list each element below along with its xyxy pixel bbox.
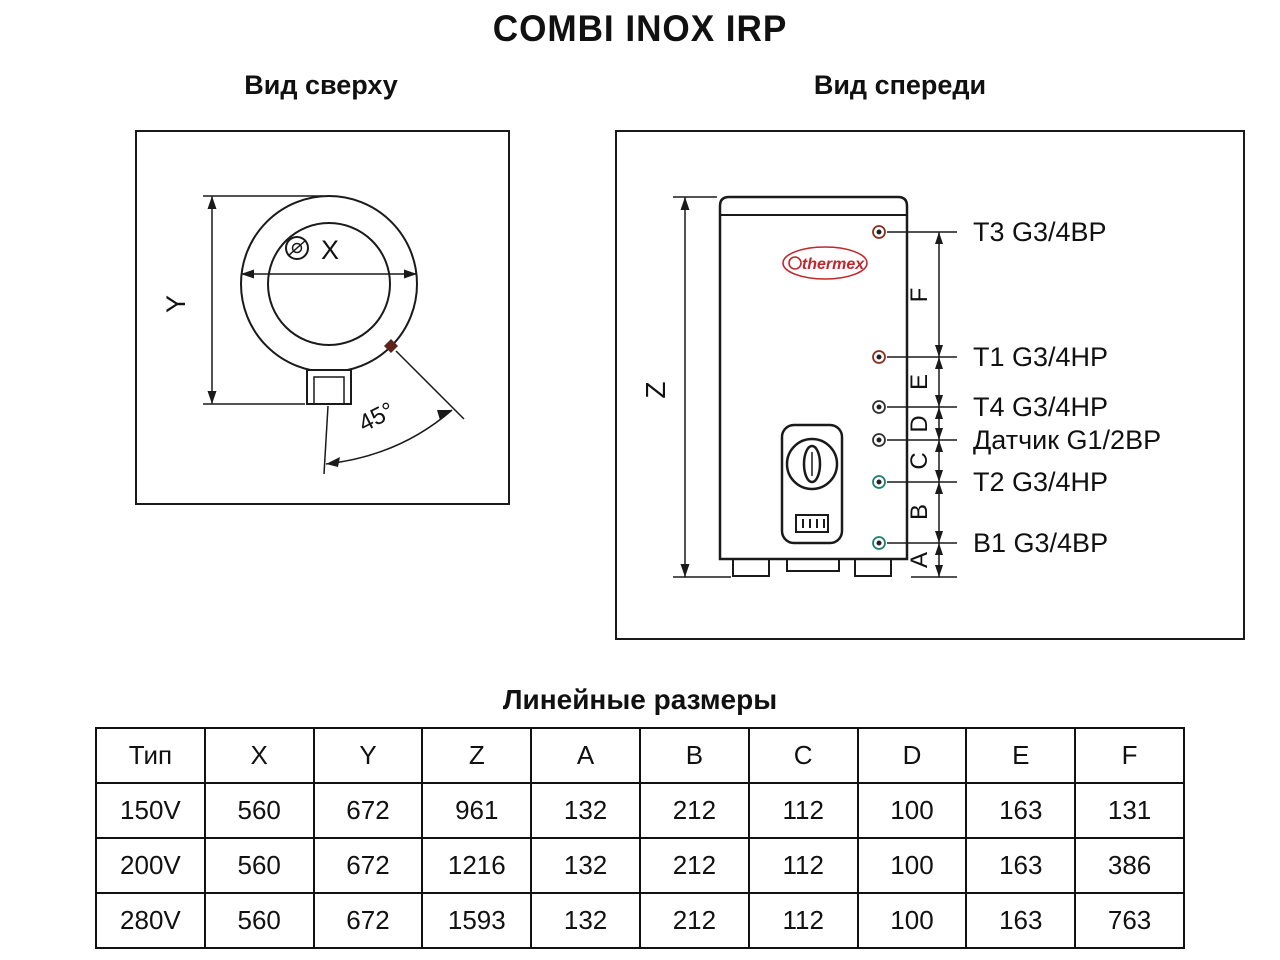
table-header-cell: F: [1074, 727, 1185, 784]
segment-label-a: A: [906, 552, 933, 568]
table-cell: 100: [856, 782, 968, 839]
table-row: 200V 560 672 1216 132 212 112 100 163 38…: [95, 837, 1185, 894]
table-cell: 163: [965, 837, 1077, 894]
table-cell: 212: [638, 892, 750, 949]
dim-z: [673, 196, 731, 578]
dims-table: Тип X Y Z A B C D E F 150V 560 672 961 1…: [95, 727, 1185, 949]
table-cell: 132: [530, 782, 641, 839]
table-cell: 560: [203, 892, 315, 949]
table-cell: 131: [1074, 782, 1185, 839]
dim-z-label: Z: [640, 381, 671, 398]
dim-chain: [935, 232, 943, 577]
table-cell: 112: [747, 837, 859, 894]
angle-label: 45°: [354, 397, 399, 438]
dims-table-title: Линейные размеры: [502, 684, 778, 715]
sensor-mark: [384, 339, 398, 353]
connection-label-t2: T2 G3/4НР: [973, 467, 1108, 497]
segment-label-d: D: [906, 415, 933, 432]
table-header-cell: A: [530, 727, 641, 784]
page-title: COMBI INOX IRP: [492, 8, 788, 49]
table-cell: 112: [747, 782, 859, 839]
table-header-cell: X: [203, 727, 315, 784]
table-header-cell: Z: [421, 727, 533, 784]
top-view-panel: X Y 45°: [135, 130, 510, 505]
table-header-cell: D: [856, 727, 968, 784]
table-cell: 961: [421, 782, 533, 839]
table-cell: 200V: [95, 837, 206, 894]
segment-label-f: F: [906, 288, 933, 303]
connection-label-t4: T4 G3/4НР: [973, 392, 1108, 422]
front-view-panel: thermex: [615, 130, 1245, 640]
table-cell: 672: [312, 892, 424, 949]
connection-label-b1: B1 G3/4ВР: [973, 528, 1108, 558]
table-cell: 100: [856, 892, 968, 949]
table-cell: 560: [203, 782, 315, 839]
front-view-drawing: thermex: [640, 195, 1161, 578]
table-cell: 212: [638, 782, 750, 839]
control-display: [795, 514, 829, 533]
table-row: 150V 560 672 961 132 212 112 100 163 131: [95, 782, 1185, 839]
table-header-cell: Y: [312, 727, 424, 784]
connection-points: [872, 225, 886, 550]
connection-label-t1: T1 G3/4НР: [973, 342, 1108, 372]
table-cell: 672: [312, 837, 424, 894]
front-view-label: Вид спереди: [813, 70, 987, 100]
angle-dim: [323, 350, 465, 475]
table-cell: 763: [1074, 892, 1185, 949]
dim-y: [203, 195, 323, 405]
top-view-label: Вид сверху: [244, 70, 398, 100]
table-header-row: Тип X Y Z A B C D E F: [95, 727, 1185, 784]
table-cell: 386: [1074, 837, 1185, 894]
thermex-logo: thermex: [782, 246, 868, 280]
control-panel: [780, 423, 844, 545]
table-cell: 1216: [421, 837, 533, 894]
table-row: 280V 560 672 1593 132 212 112 100 163 76…: [95, 892, 1185, 949]
segment-label-c: C: [906, 452, 933, 469]
table-cell: 132: [530, 837, 641, 894]
table-cell: 112: [747, 892, 859, 949]
heater-body: [718, 195, 909, 577]
thermex-logo-text: thermex: [802, 256, 865, 273]
connection-label-sensor: Датчик G1/2ВР: [973, 425, 1161, 455]
table-cell: 280V: [95, 892, 206, 949]
table-cell: 560: [203, 837, 315, 894]
table-cell: 132: [530, 892, 641, 949]
table-cell: 212: [638, 837, 750, 894]
segment-label-b: B: [906, 504, 933, 520]
table-header-cell: B: [638, 727, 750, 784]
table-cell: 672: [312, 782, 424, 839]
leader-lines: [887, 231, 957, 578]
top-view-drawing: X Y 45°: [161, 195, 465, 475]
dim-y-label: Y: [161, 295, 191, 313]
bottom-bracket: [306, 369, 352, 405]
table-cell: 163: [965, 892, 1077, 949]
dim-x-label: X: [321, 235, 339, 265]
table-cell: 100: [856, 837, 968, 894]
table-cell: 163: [965, 782, 1077, 839]
connection-label-t3: T3 G3/4ВР: [973, 217, 1107, 247]
table-cell: 150V: [95, 782, 206, 839]
table-header-cell: C: [747, 727, 859, 784]
dim-x: [241, 269, 417, 279]
table-header-cell: E: [965, 727, 1077, 784]
table-header-cell: Тип: [95, 727, 206, 784]
screw-icon: [285, 236, 309, 260]
segment-label-e: E: [906, 374, 933, 390]
table-cell: 1593: [421, 892, 533, 949]
control-dial: [785, 437, 839, 491]
